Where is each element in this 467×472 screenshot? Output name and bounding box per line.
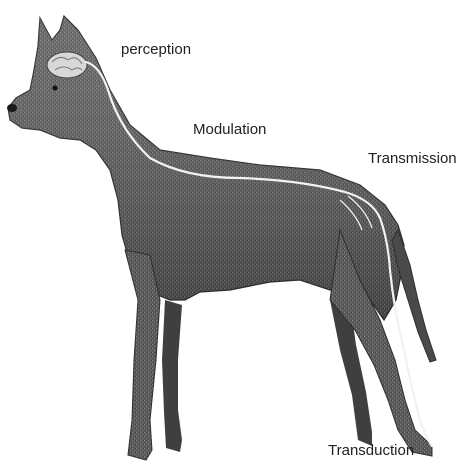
label-modulation: Modulation xyxy=(193,122,266,137)
eye-icon xyxy=(53,86,58,91)
nose-icon xyxy=(7,104,17,112)
brain-icon xyxy=(47,52,87,78)
far-legs xyxy=(162,300,372,452)
label-transduction: Transduction xyxy=(328,443,414,458)
tail xyxy=(392,230,436,362)
label-transmission: Transmission xyxy=(368,151,457,166)
label-perception: perception xyxy=(121,42,191,57)
front-leg xyxy=(125,250,160,460)
